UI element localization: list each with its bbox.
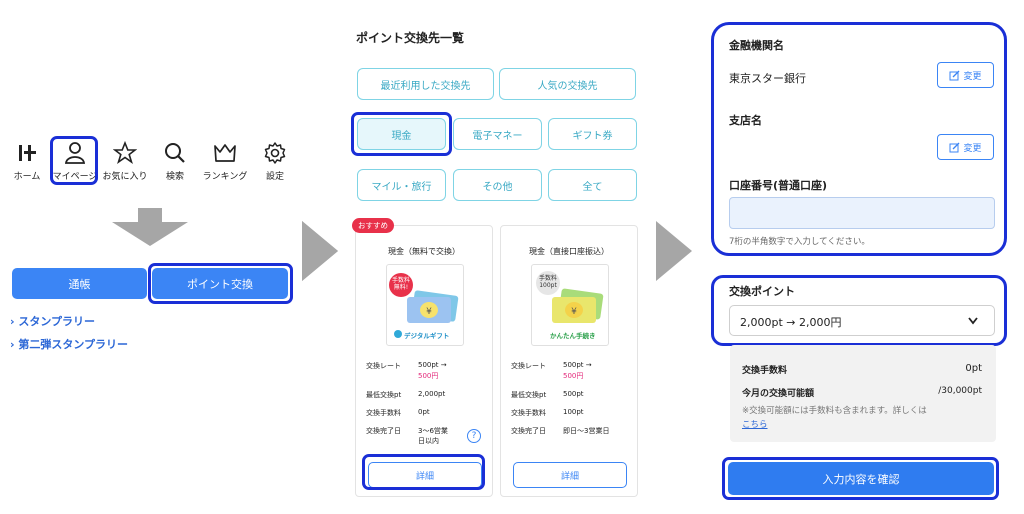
details-link[interactable]: こちら: [742, 420, 768, 430]
bank-value: 東京スター銀行: [729, 72, 806, 85]
bank-label: 金融機関名: [729, 39, 784, 52]
digital-gift-image: ¥ 手数料 無料! デジタルギフト: [386, 264, 464, 346]
account-label: 口座番号(普通口座): [729, 179, 828, 192]
branch-label: 支店名: [729, 114, 762, 127]
points-label: 交換ポイント: [729, 285, 795, 298]
nav-settings-label: 設定: [265, 172, 284, 182]
limit-note: ※交換可能額には手数料も含まれます。詳しくは: [742, 406, 927, 416]
branch-change-button[interactable]: 変更: [937, 134, 994, 160]
bank-transfer-image: ¥ 手数料 100pt かんたん手続き: [531, 264, 609, 346]
edit-icon: [949, 142, 960, 152]
brand-label: かんたん手続き: [550, 332, 596, 340]
nav-mypage-label: マイページ: [52, 172, 98, 182]
point-exchange-tab[interactable]: ポイント交換: [152, 268, 288, 299]
account-hint: 7桁の半角数字で入力してください。: [729, 237, 870, 247]
right-arrow-icon: [656, 221, 692, 281]
star-icon: [113, 140, 137, 164]
crown-icon: [214, 144, 236, 162]
bottom-nav: ホーム マイページ お気に入り 検索 ランキング 設定: [8, 140, 298, 185]
account-number-input[interactable]: [729, 197, 995, 229]
detail-highlight: [362, 454, 485, 490]
nav-ranking-label: ランキング: [202, 172, 248, 182]
cash-bills-icon: ¥: [389, 273, 459, 338]
nav-home-label: ホーム: [13, 172, 41, 182]
edit-icon: [949, 70, 960, 80]
confirm-button[interactable]: 入力内容を確認: [728, 462, 994, 495]
cash-highlight: [351, 112, 452, 156]
gear-icon: [264, 142, 286, 164]
brand-label: デジタルギフト: [404, 332, 450, 340]
detail-button[interactable]: 詳細: [513, 462, 627, 488]
bank-change-button[interactable]: 変更: [937, 62, 994, 88]
nav-search-label: 検索: [165, 172, 184, 182]
fee-free-tag: 手数料 無料!: [391, 277, 410, 291]
right-arrow-icon: [302, 221, 338, 281]
bank-section-highlight: [711, 22, 1007, 256]
search-icon: [165, 143, 185, 163]
limit-value: /30,000pt: [938, 386, 982, 396]
points-section-highlight: [711, 275, 1007, 346]
card-title: 現金（無料で交換）: [388, 247, 460, 256]
svg-text:¥: ¥: [571, 307, 577, 317]
down-arrow-icon: [112, 208, 188, 246]
exchange-card-bank-transfer[interactable]: 現金（直接口座振込） ¥ 手数料 100pt かんたん手続き 交換レート 500…: [500, 225, 638, 497]
limit-label: 今月の交換可能額: [742, 389, 815, 399]
person-icon: [64, 142, 86, 164]
nav-home[interactable]: ホーム: [2, 140, 52, 182]
category-all[interactable]: 全て: [548, 169, 637, 201]
mypage-highlight: [50, 136, 98, 185]
chevron-down-icon: [968, 317, 978, 325]
fee-label: 交換手数料: [742, 366, 788, 376]
points-select[interactable]: 2,000pt → 2,000円: [729, 305, 995, 336]
card-title: 現金（直接口座振込）: [529, 247, 609, 256]
category-recent[interactable]: 最近利用した交換先: [357, 68, 494, 100]
exchange-list-title: ポイント交換先一覧: [356, 31, 465, 45]
recommend-badge: おすすめ: [352, 218, 394, 233]
category-cash[interactable]: 現金: [357, 118, 446, 150]
change-label: 変更: [963, 143, 982, 154]
confirm-highlight: [722, 457, 999, 500]
passbook-tab[interactable]: 通帳: [12, 268, 147, 299]
nav-search[interactable]: 検索: [150, 140, 200, 182]
change-label: 変更: [963, 71, 982, 82]
home-icon: [19, 145, 36, 161]
svg-text:¥: ¥: [426, 307, 432, 317]
fee-tag: 手数料 100pt: [538, 275, 557, 289]
nav-favorites[interactable]: お気に入り: [100, 140, 150, 182]
nav-settings[interactable]: 設定: [250, 140, 300, 182]
points-select-value: 2,000pt → 2,000円: [740, 316, 842, 329]
category-gift[interactable]: ギフト券: [548, 118, 637, 150]
help-icon[interactable]: ?: [467, 429, 481, 443]
category-emoney[interactable]: 電子マネー: [453, 118, 542, 150]
nav-ranking[interactable]: ランキング: [200, 140, 250, 182]
second-stamp-rally-link[interactable]: › 第二弾スタンプラリー: [10, 338, 129, 351]
category-popular[interactable]: 人気の交換先: [499, 68, 636, 100]
exchange-card-digital-gift[interactable]: おすすめ 現金（無料で交換） ¥ 手数料 無料! デジタルギフト 交換レート 5…: [352, 218, 493, 497]
cash-bills-icon: ¥: [536, 271, 604, 323]
nav-favorites-label: お気に入り: [102, 172, 148, 182]
category-mile[interactable]: マイル・旅行: [357, 169, 446, 201]
fee-summary: 交換手数料 0pt 今月の交換可能額 /30,000pt ※交換可能額には手数料…: [730, 345, 996, 442]
stamp-rally-link[interactable]: › スタンプラリー: [10, 315, 96, 328]
nav-mypage[interactable]: マイページ: [50, 140, 100, 182]
fee-value: 0pt: [965, 363, 982, 374]
point-exchange-highlight: [148, 263, 293, 304]
category-other[interactable]: その他: [453, 169, 542, 201]
